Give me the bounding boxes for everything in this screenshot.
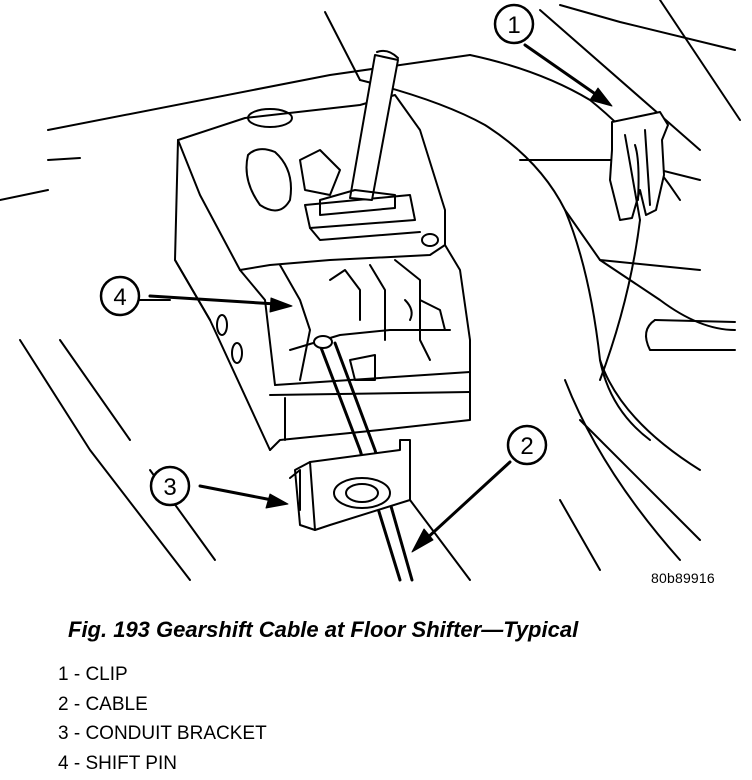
figure-reference-code: 80b89916 bbox=[651, 570, 715, 586]
shift-lever bbox=[319, 49, 399, 216]
clip-part bbox=[599, 111, 669, 381]
gearshift-illustration: 1 2 3 4 bbox=[0, 0, 741, 582]
legend-item-cable: 2 - CABLE bbox=[58, 693, 148, 715]
callout-1-number: 1 bbox=[507, 12, 520, 39]
callout-4: 4 bbox=[99, 275, 293, 317]
cable bbox=[313, 335, 414, 582]
callout-4-number: 4 bbox=[113, 284, 126, 311]
legend-item-shift-pin: 4 - SHIFT PIN bbox=[58, 752, 177, 774]
callout-1: 1 bbox=[493, 3, 613, 107]
callout-3: 3 bbox=[149, 465, 289, 509]
legend-item-clip: 1 - CLIP bbox=[58, 664, 128, 685]
callout-2-number: 2 bbox=[520, 433, 533, 460]
callout-2: 2 bbox=[411, 424, 548, 553]
legend-item-conduit-bracket: 3 - CONDUIT BRACKET bbox=[58, 723, 267, 744]
conduit-bracket bbox=[289, 439, 411, 531]
figure-caption: Fig. 193 Gearshift Cable at Floor Shifte… bbox=[68, 617, 579, 642]
parts-legend: 1 - CLIP 2 - CABLE 3 - CONDUIT BRACKET 4… bbox=[58, 660, 267, 778]
shifter-housing bbox=[174, 94, 471, 451]
callout-3-number: 3 bbox=[163, 474, 176, 501]
